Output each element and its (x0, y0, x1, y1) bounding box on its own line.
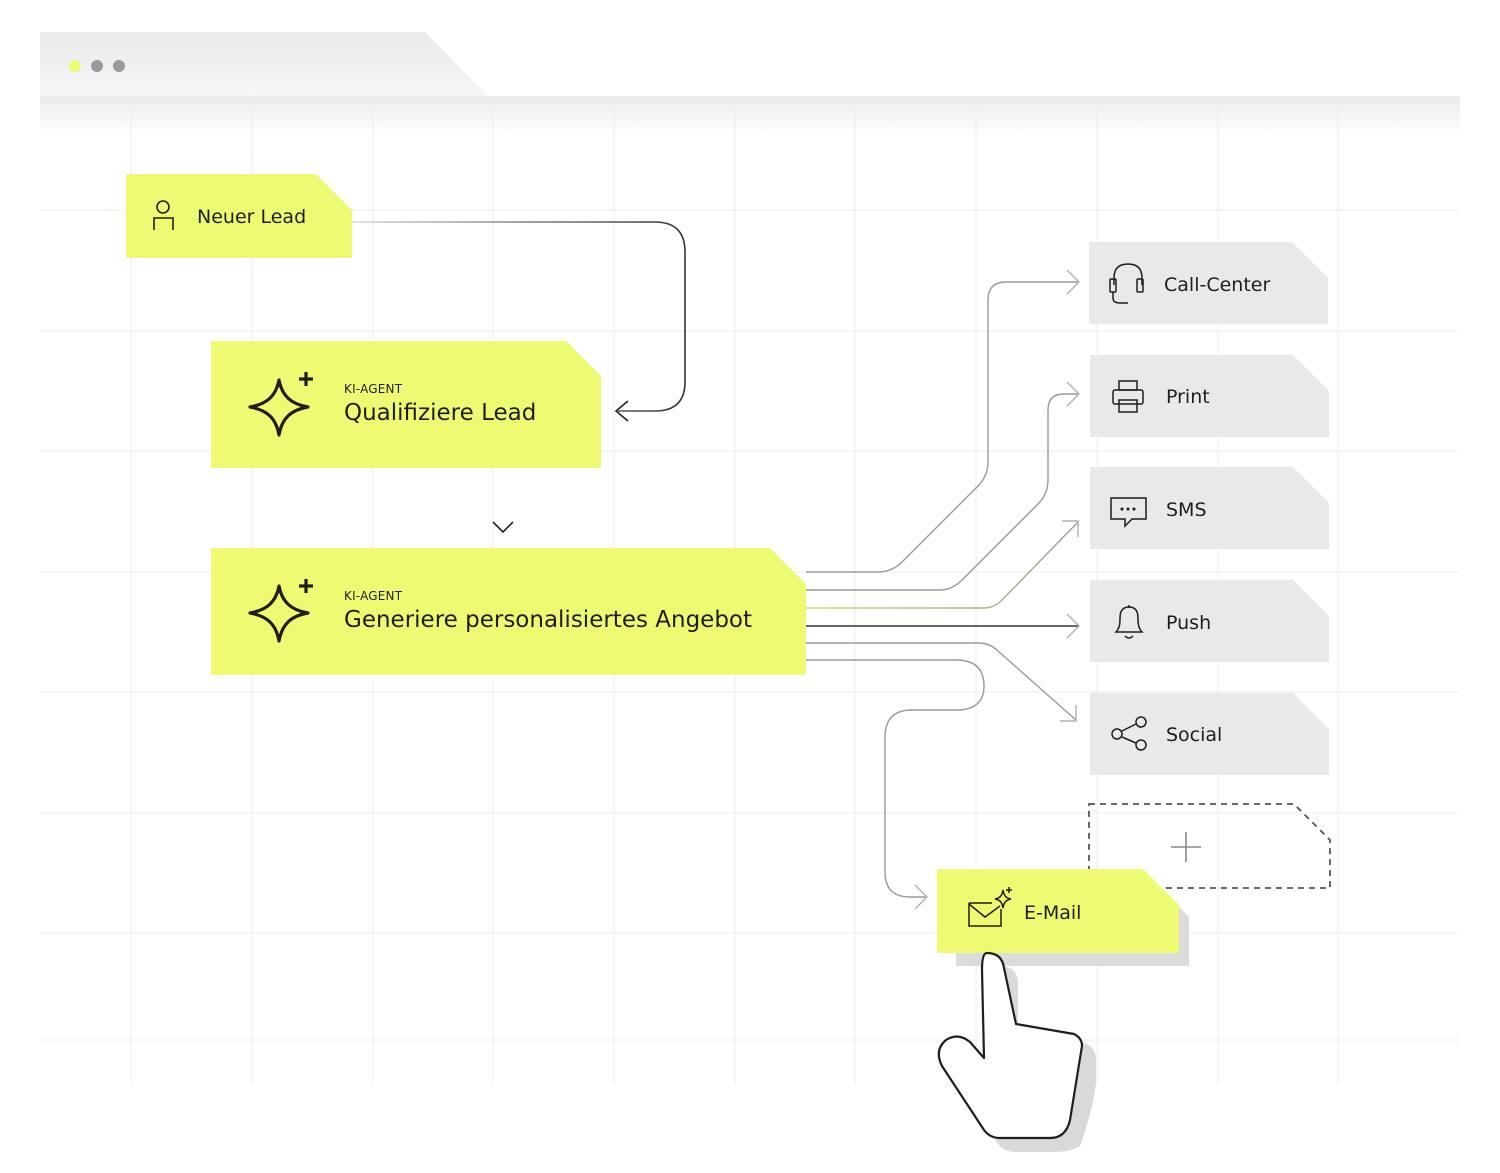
channel-email-node[interactable] (937, 869, 1189, 966)
headset-icon (1109, 263, 1144, 304)
selected-channel-label: E-Mail (1024, 902, 1082, 924)
window-dots (69, 60, 125, 72)
mail-sparkle-icon (968, 887, 1012, 927)
share-icon (1111, 716, 1147, 751)
window-dot (113, 60, 125, 72)
connector-sms (806, 521, 1079, 609)
channel-label: Print (1166, 386, 1210, 408)
connector-print (806, 393, 1078, 591)
plus-icon (1171, 832, 1201, 862)
channel-node-push[interactable] (1090, 580, 1329, 662)
agent-node-qualify[interactable] (211, 341, 601, 468)
trigger-label: Neuer Lead (197, 206, 307, 228)
channel-print-shape (1090, 355, 1329, 437)
agent-tag: KI-AGENT (344, 382, 403, 396)
channel-node-email[interactable] (937, 869, 1179, 953)
channel-label: Social (1166, 724, 1223, 746)
agent-qualify-shape (211, 341, 601, 468)
channel-sms-shape (1090, 467, 1329, 549)
channel-label: SMS (1166, 499, 1207, 521)
trigger-node-shape (126, 174, 352, 258)
connector-call-center (806, 281, 1078, 573)
hand-pointer-icon (937, 951, 1096, 1152)
channel-social-shape (1090, 693, 1329, 775)
channel-node-call-center[interactable] (1089, 242, 1328, 324)
channel-node-social[interactable] (1090, 693, 1329, 775)
channel-label: Call-Center (1164, 274, 1271, 296)
sparkle-plus-icon (248, 372, 313, 437)
agent-title: Generiere personalisiertes Angebot (344, 607, 753, 633)
trigger-node-neuer-lead[interactable] (126, 174, 352, 258)
window-dot (91, 60, 103, 72)
agent-tag: KI-AGENT (344, 589, 403, 603)
channel-node-print[interactable] (1090, 355, 1329, 437)
channel-push-shape (1090, 580, 1329, 662)
connector-social (806, 642, 1077, 721)
agent-node-offer[interactable] (211, 548, 806, 675)
channel-call-center-shape (1089, 242, 1328, 324)
connector-qualify-to-offer (492, 468, 514, 534)
chat-bubble-icon (1110, 497, 1147, 528)
agent-offer-shape (211, 548, 806, 675)
email-node-shape (937, 869, 1179, 953)
bell-icon (1114, 605, 1144, 639)
channel-label: Push (1166, 612, 1212, 634)
connector-lead-to-qualify (352, 221, 686, 422)
agent-title: Qualifiziere Lead (344, 400, 537, 426)
connector-email (806, 659, 985, 898)
person-icon (153, 200, 174, 230)
connectors-to-channels (806, 269, 1080, 910)
window-frame (40, 32, 1460, 140)
printer-icon (1112, 380, 1144, 413)
add-channel-slot[interactable] (1088, 803, 1331, 889)
sparkle-plus-icon (248, 579, 313, 643)
window-dot-active (69, 60, 81, 72)
channel-node-sms[interactable] (1090, 467, 1329, 549)
